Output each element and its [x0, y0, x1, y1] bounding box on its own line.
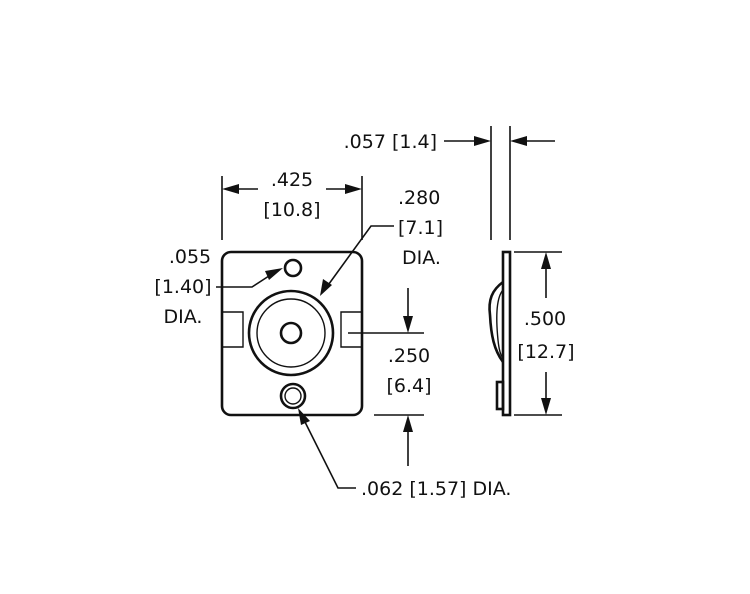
- left-tab: [222, 311, 244, 348]
- right-tab: [340, 311, 362, 348]
- side-bottom-tab: [495, 380, 505, 411]
- bottom-hole-outer: [279, 382, 307, 410]
- small-hole-mm-label: [1.40]: [154, 276, 211, 298]
- bottom-hole-inner: [284, 387, 302, 405]
- contact-inner-ring: [256, 298, 326, 368]
- center-dia-callout: .280 [7.1] DIA.: [320, 187, 443, 296]
- thickness-label: .057 [1.4]: [344, 131, 437, 153]
- side-contact-inner: [496, 289, 504, 359]
- contact-outer-ring: [247, 289, 335, 377]
- offset-dimension: .250 [6.4]: [348, 288, 432, 466]
- side-view: [488, 250, 512, 417]
- width-dimension: .425 [10.8]: [221, 169, 363, 240]
- small-hole-callout: .055 [1.40] DIA.: [154, 246, 283, 328]
- center-dia-mm-label: [7.1]: [398, 217, 443, 239]
- bottom-hole-label: .062 [1.57] DIA.: [361, 478, 511, 500]
- height-mm-label: [12.7]: [517, 341, 574, 363]
- small-hole-inch-label: .055: [169, 246, 211, 268]
- width-inch-label: .425: [271, 169, 313, 191]
- center-dia-suffix: DIA.: [402, 247, 441, 269]
- side-plate: [501, 250, 512, 417]
- center-dia-inch-label: .280: [398, 187, 440, 209]
- height-dimension: .500 [12.7]: [514, 251, 575, 416]
- bottom-hole-callout: .062 [1.57] DIA.: [298, 408, 511, 500]
- height-inch-label: .500: [524, 308, 566, 330]
- small-hole: [283, 258, 303, 278]
- side-contact-bulge: [488, 280, 505, 363]
- small-hole-suffix: DIA.: [164, 306, 203, 328]
- front-view: [220, 250, 364, 417]
- width-mm-label: [10.8]: [263, 199, 320, 221]
- contact-center-dot: [279, 321, 303, 345]
- offset-inch-label: .250: [388, 345, 430, 367]
- thickness-dimension: .057 [1.4]: [344, 126, 555, 240]
- offset-mm-label: [6.4]: [386, 375, 431, 397]
